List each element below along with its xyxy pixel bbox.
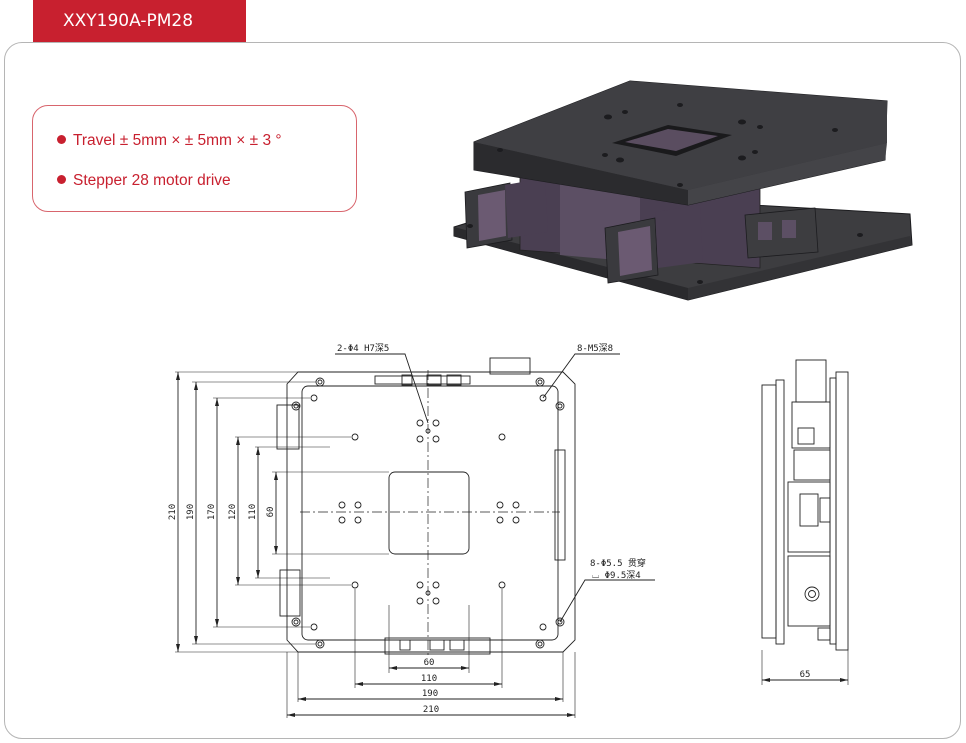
dim-210-vertical: 210 bbox=[168, 504, 178, 520]
dim-120-vertical: 120 bbox=[228, 504, 238, 520]
dim-110-horizontal: 110 bbox=[421, 674, 437, 684]
features-box: Travel ± 5mm × ± 5mm × ± 3 ° Stepper 28 … bbox=[32, 105, 357, 212]
feature-item: Travel ± 5mm × ± 5mm × ± 3 ° bbox=[57, 132, 282, 150]
model-tab: XXY190A-PM28 bbox=[33, 0, 246, 42]
through-hole-callout: 8-Φ5.5 贯穿 bbox=[590, 557, 646, 569]
dim-190-vertical: 190 bbox=[186, 504, 196, 520]
threaded-hole-callout: 8-M5深8 bbox=[577, 343, 613, 354]
dimension-arrows bbox=[176, 372, 575, 717]
bullet-icon bbox=[57, 135, 66, 144]
dim-110-vertical: 110 bbox=[248, 504, 258, 520]
stage-3d-render bbox=[453, 80, 913, 301]
pin-hole-callout: 2-Φ4 H7深5 bbox=[337, 343, 389, 354]
dim-170-vertical: 170 bbox=[207, 504, 217, 520]
dim-60-vertical: 60 bbox=[266, 507, 276, 518]
model-title: XXY190A-PM28 bbox=[63, 11, 194, 31]
side-dimension-arrows bbox=[762, 678, 848, 682]
feature-item: Stepper 28 motor drive bbox=[57, 172, 231, 190]
feature-text-motor: Stepper 28 motor drive bbox=[73, 172, 231, 189]
feature-text-travel: Travel ± 5mm × ± 5mm × ± 3 ° bbox=[73, 132, 282, 149]
dim-190-horizontal: 190 bbox=[422, 689, 438, 699]
dim-210-horizontal: 210 bbox=[423, 705, 439, 715]
top-view-drawing bbox=[175, 353, 655, 718]
counterbore-callout: ⌴ Φ9.5深4 bbox=[592, 570, 641, 581]
side-view-drawing bbox=[761, 359, 849, 685]
dim-60-horizontal: 60 bbox=[424, 658, 435, 668]
bullet-icon bbox=[57, 175, 66, 184]
content-frame bbox=[4, 42, 961, 739]
dim-65-side: 65 bbox=[800, 670, 811, 680]
